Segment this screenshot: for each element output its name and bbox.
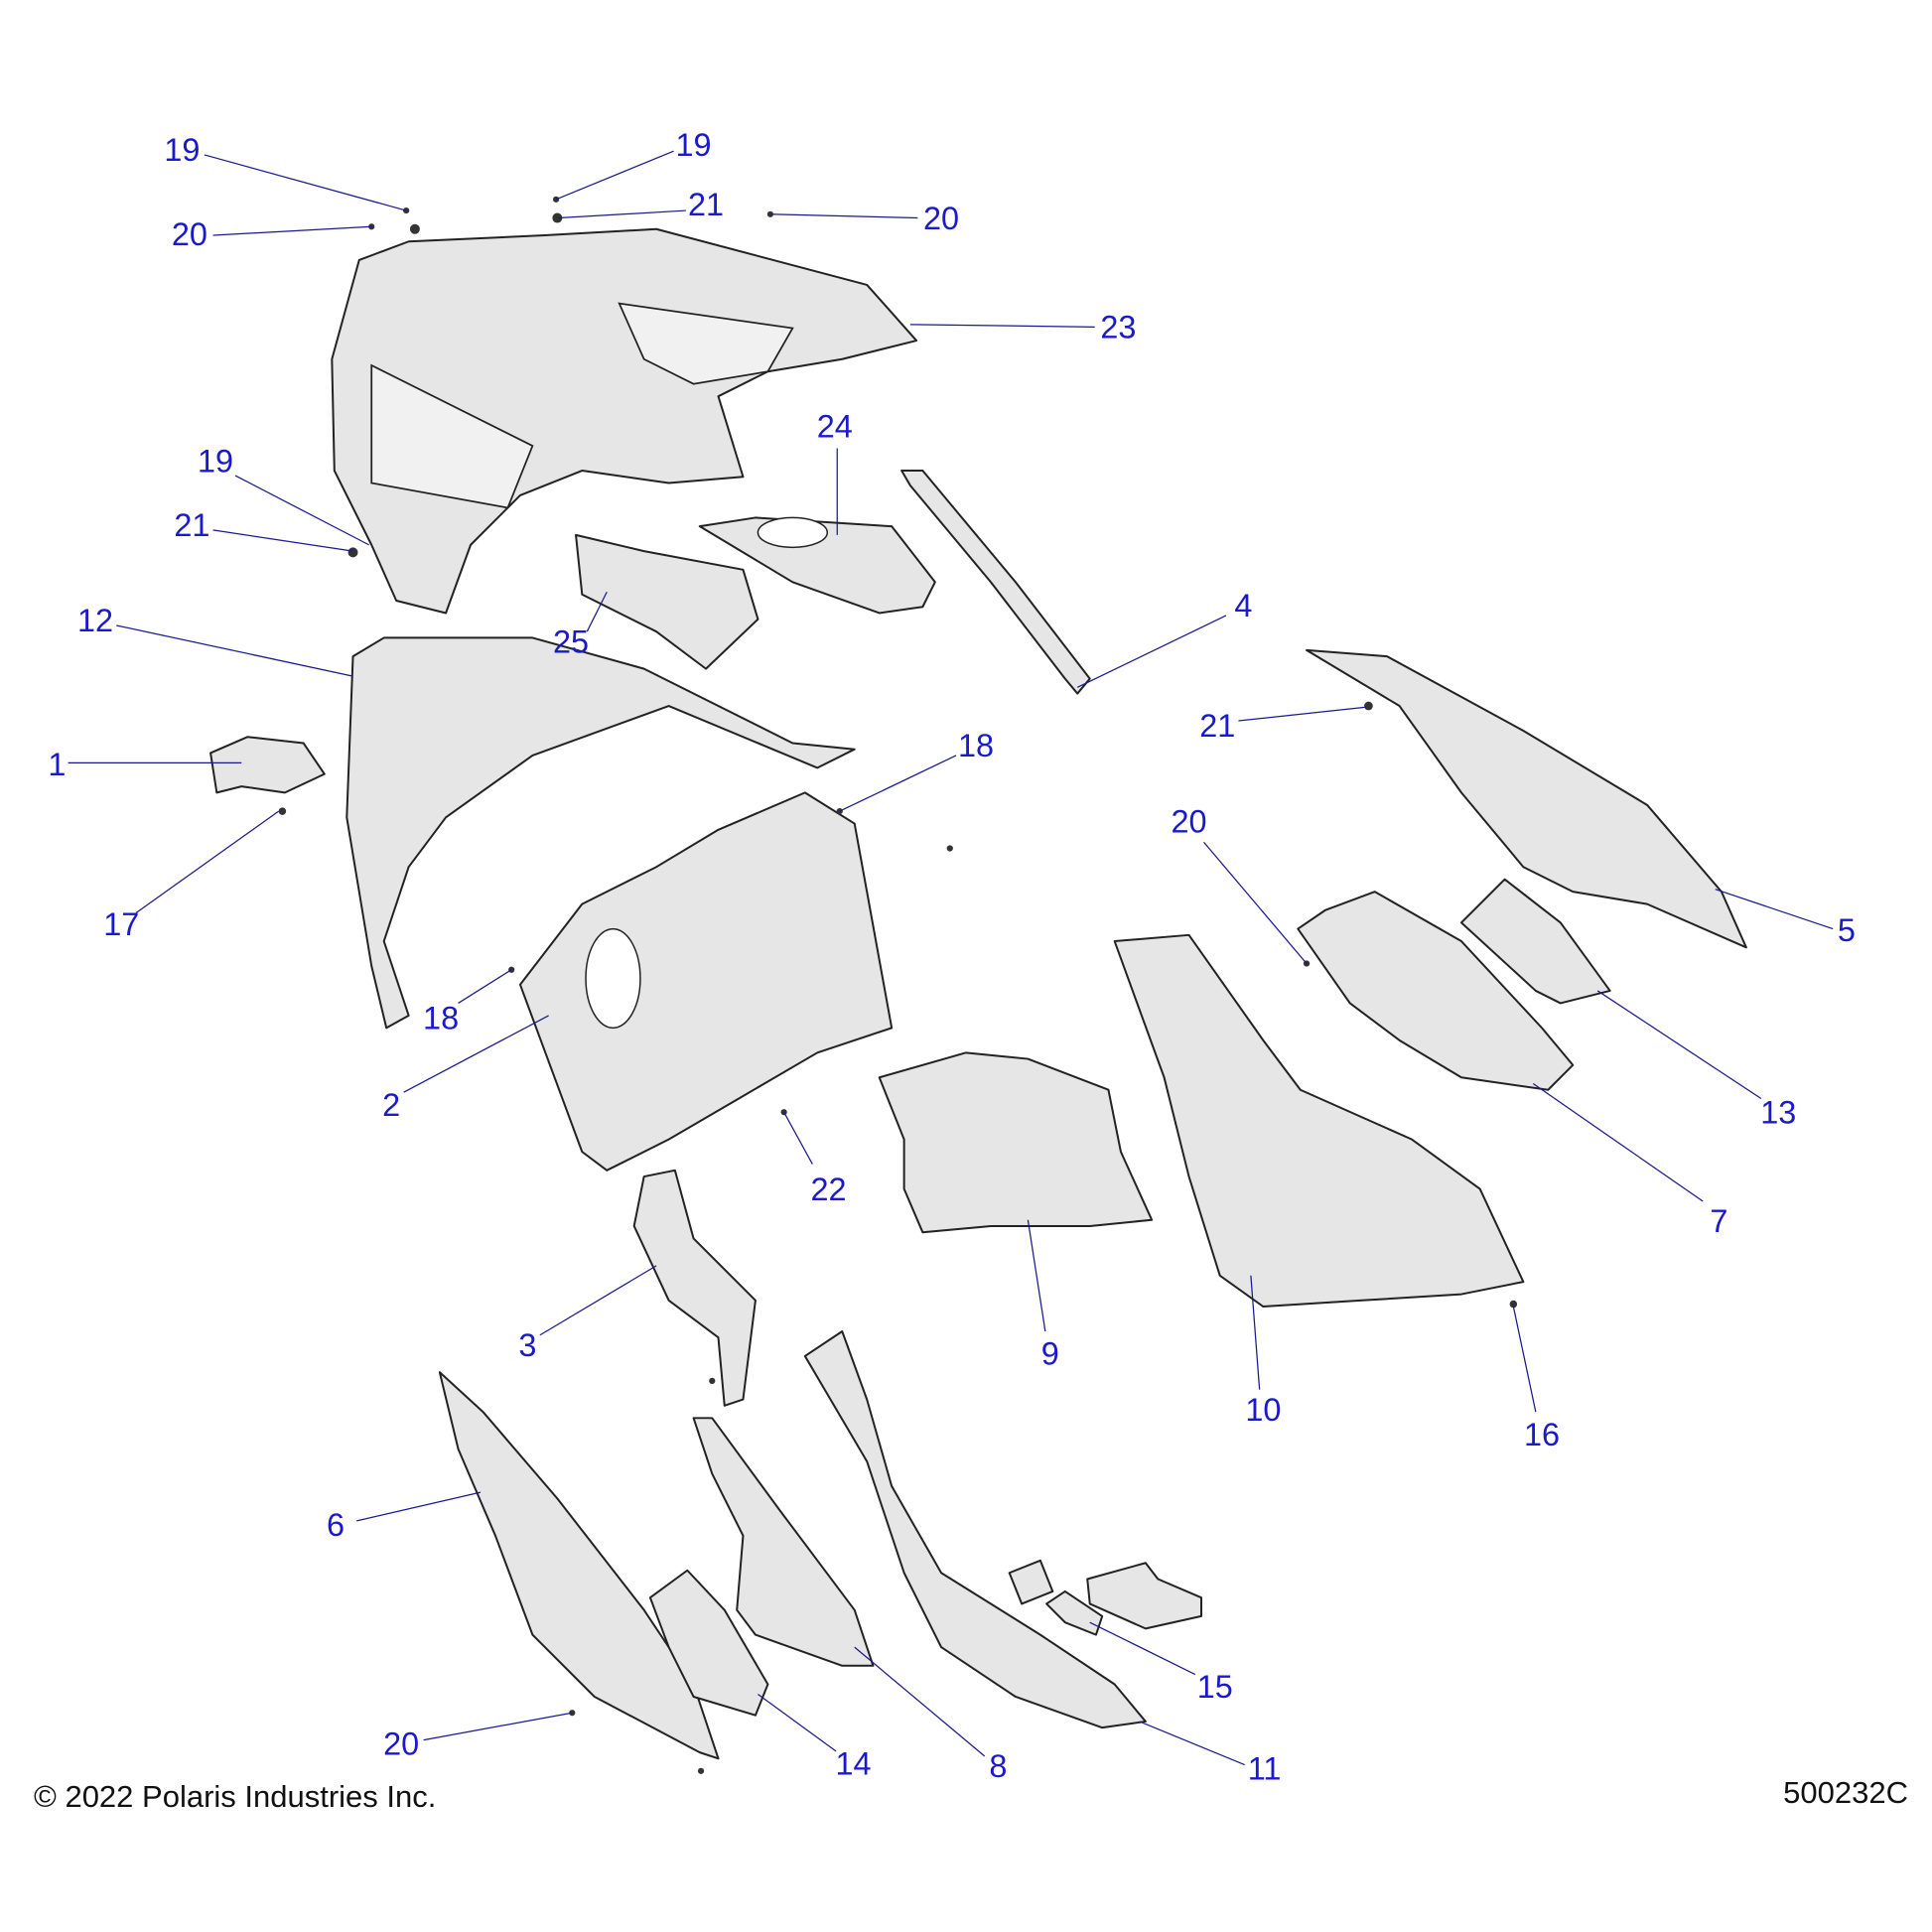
leader-line [234, 475, 370, 546]
part-1 [209, 736, 326, 794]
leader-line [458, 969, 512, 1004]
part-24-hole [757, 516, 829, 549]
callout-label-8: 8 [989, 1748, 1007, 1784]
leader-line [423, 1712, 573, 1741]
part-2 [518, 791, 894, 1172]
leader-line [854, 1646, 986, 1757]
leader-line [839, 755, 957, 812]
callout-label-5: 5 [1838, 912, 1856, 948]
leader-line [135, 810, 280, 913]
callout-label-19: 19 [198, 443, 233, 479]
part-9 [878, 1051, 1154, 1234]
callout-label-21: 21 [1199, 708, 1235, 744]
callout-label-20: 20 [1171, 803, 1206, 839]
leader-line [1512, 1306, 1537, 1413]
copyright-text: © 2022 Polaris Industries Inc. [34, 1779, 437, 1814]
callout-label-10: 10 [1245, 1392, 1281, 1428]
callout-label-9: 9 [1041, 1336, 1059, 1372]
callout-label-21: 21 [688, 187, 724, 222]
part-7 [1297, 891, 1575, 1091]
callout-label-4: 4 [1234, 588, 1252, 623]
leader-line [555, 150, 674, 201]
callout-label-19: 19 [676, 127, 712, 163]
callout-label-18: 18 [423, 1001, 459, 1036]
leader-line [204, 154, 407, 211]
part-23-opening [370, 363, 534, 509]
callout-label-7: 7 [1710, 1203, 1727, 1239]
callout-label-14: 14 [835, 1746, 871, 1782]
part-14 [648, 1569, 769, 1717]
part-11 [803, 1329, 1147, 1729]
part-block [1008, 1559, 1054, 1605]
part-23-opening-2 [618, 302, 794, 385]
callout-label-13: 13 [1760, 1094, 1796, 1130]
callout-label-2: 2 [382, 1087, 400, 1123]
callout-label-16: 16 [1524, 1417, 1560, 1452]
part-15 [1045, 1589, 1104, 1636]
leader-line [586, 591, 608, 632]
leader-line [1139, 1721, 1245, 1766]
callout-label-19: 19 [164, 132, 200, 168]
leader-line [1089, 1621, 1196, 1676]
leader-line [116, 624, 353, 677]
leader-line [769, 213, 918, 219]
part-6 [438, 1371, 720, 1760]
callout-label-11: 11 [1248, 1751, 1282, 1787]
part-5 [1306, 648, 1747, 949]
part-4-strip [900, 470, 1091, 695]
callout-label-24: 24 [817, 408, 853, 444]
leader-line [1532, 1082, 1704, 1202]
callout-label-17: 17 [103, 906, 139, 942]
leader-line [1715, 889, 1834, 930]
leader-line [212, 225, 372, 236]
leader-line [539, 1265, 657, 1336]
callout-label-15: 15 [1197, 1669, 1233, 1705]
leader-line [558, 209, 687, 219]
leader-line [783, 1111, 813, 1165]
callout-label-1: 1 [48, 747, 66, 782]
part-25 [575, 533, 759, 670]
leader-line [909, 324, 1095, 328]
part-15-pad [1086, 1562, 1203, 1630]
leader-line [1238, 706, 1366, 722]
leader-line [1596, 990, 1762, 1099]
callout-label-20: 20 [383, 1726, 419, 1762]
leader-line [1203, 841, 1308, 964]
part-3 [632, 1169, 757, 1407]
callout-label-21: 21 [174, 507, 209, 543]
callout-label-25: 25 [553, 623, 589, 659]
part-10 [1113, 933, 1525, 1309]
leader-line [1250, 1275, 1261, 1390]
callout-label-6: 6 [327, 1507, 345, 1543]
callout-label-20: 20 [923, 201, 959, 236]
leader-line [356, 1491, 482, 1522]
diagram-id: 500232C [1783, 1775, 1908, 1810]
part-13 [1459, 878, 1611, 1005]
leader-line [758, 1693, 837, 1752]
callout-label-20: 20 [172, 216, 207, 252]
callout-label-18: 18 [958, 728, 994, 763]
leader-line [1076, 615, 1227, 688]
part-8 [692, 1417, 875, 1667]
callout-label-23: 23 [1100, 310, 1136, 345]
part-12 [345, 636, 856, 1030]
parts [209, 196, 1747, 1774]
callout-label-12: 12 [77, 603, 113, 638]
callout-label-22: 22 [810, 1172, 846, 1207]
leader-line [1027, 1219, 1046, 1332]
part-2-hole [585, 927, 641, 1030]
leader-line [212, 529, 353, 552]
leader-line [403, 1015, 549, 1093]
callout-label-3: 3 [518, 1327, 536, 1363]
